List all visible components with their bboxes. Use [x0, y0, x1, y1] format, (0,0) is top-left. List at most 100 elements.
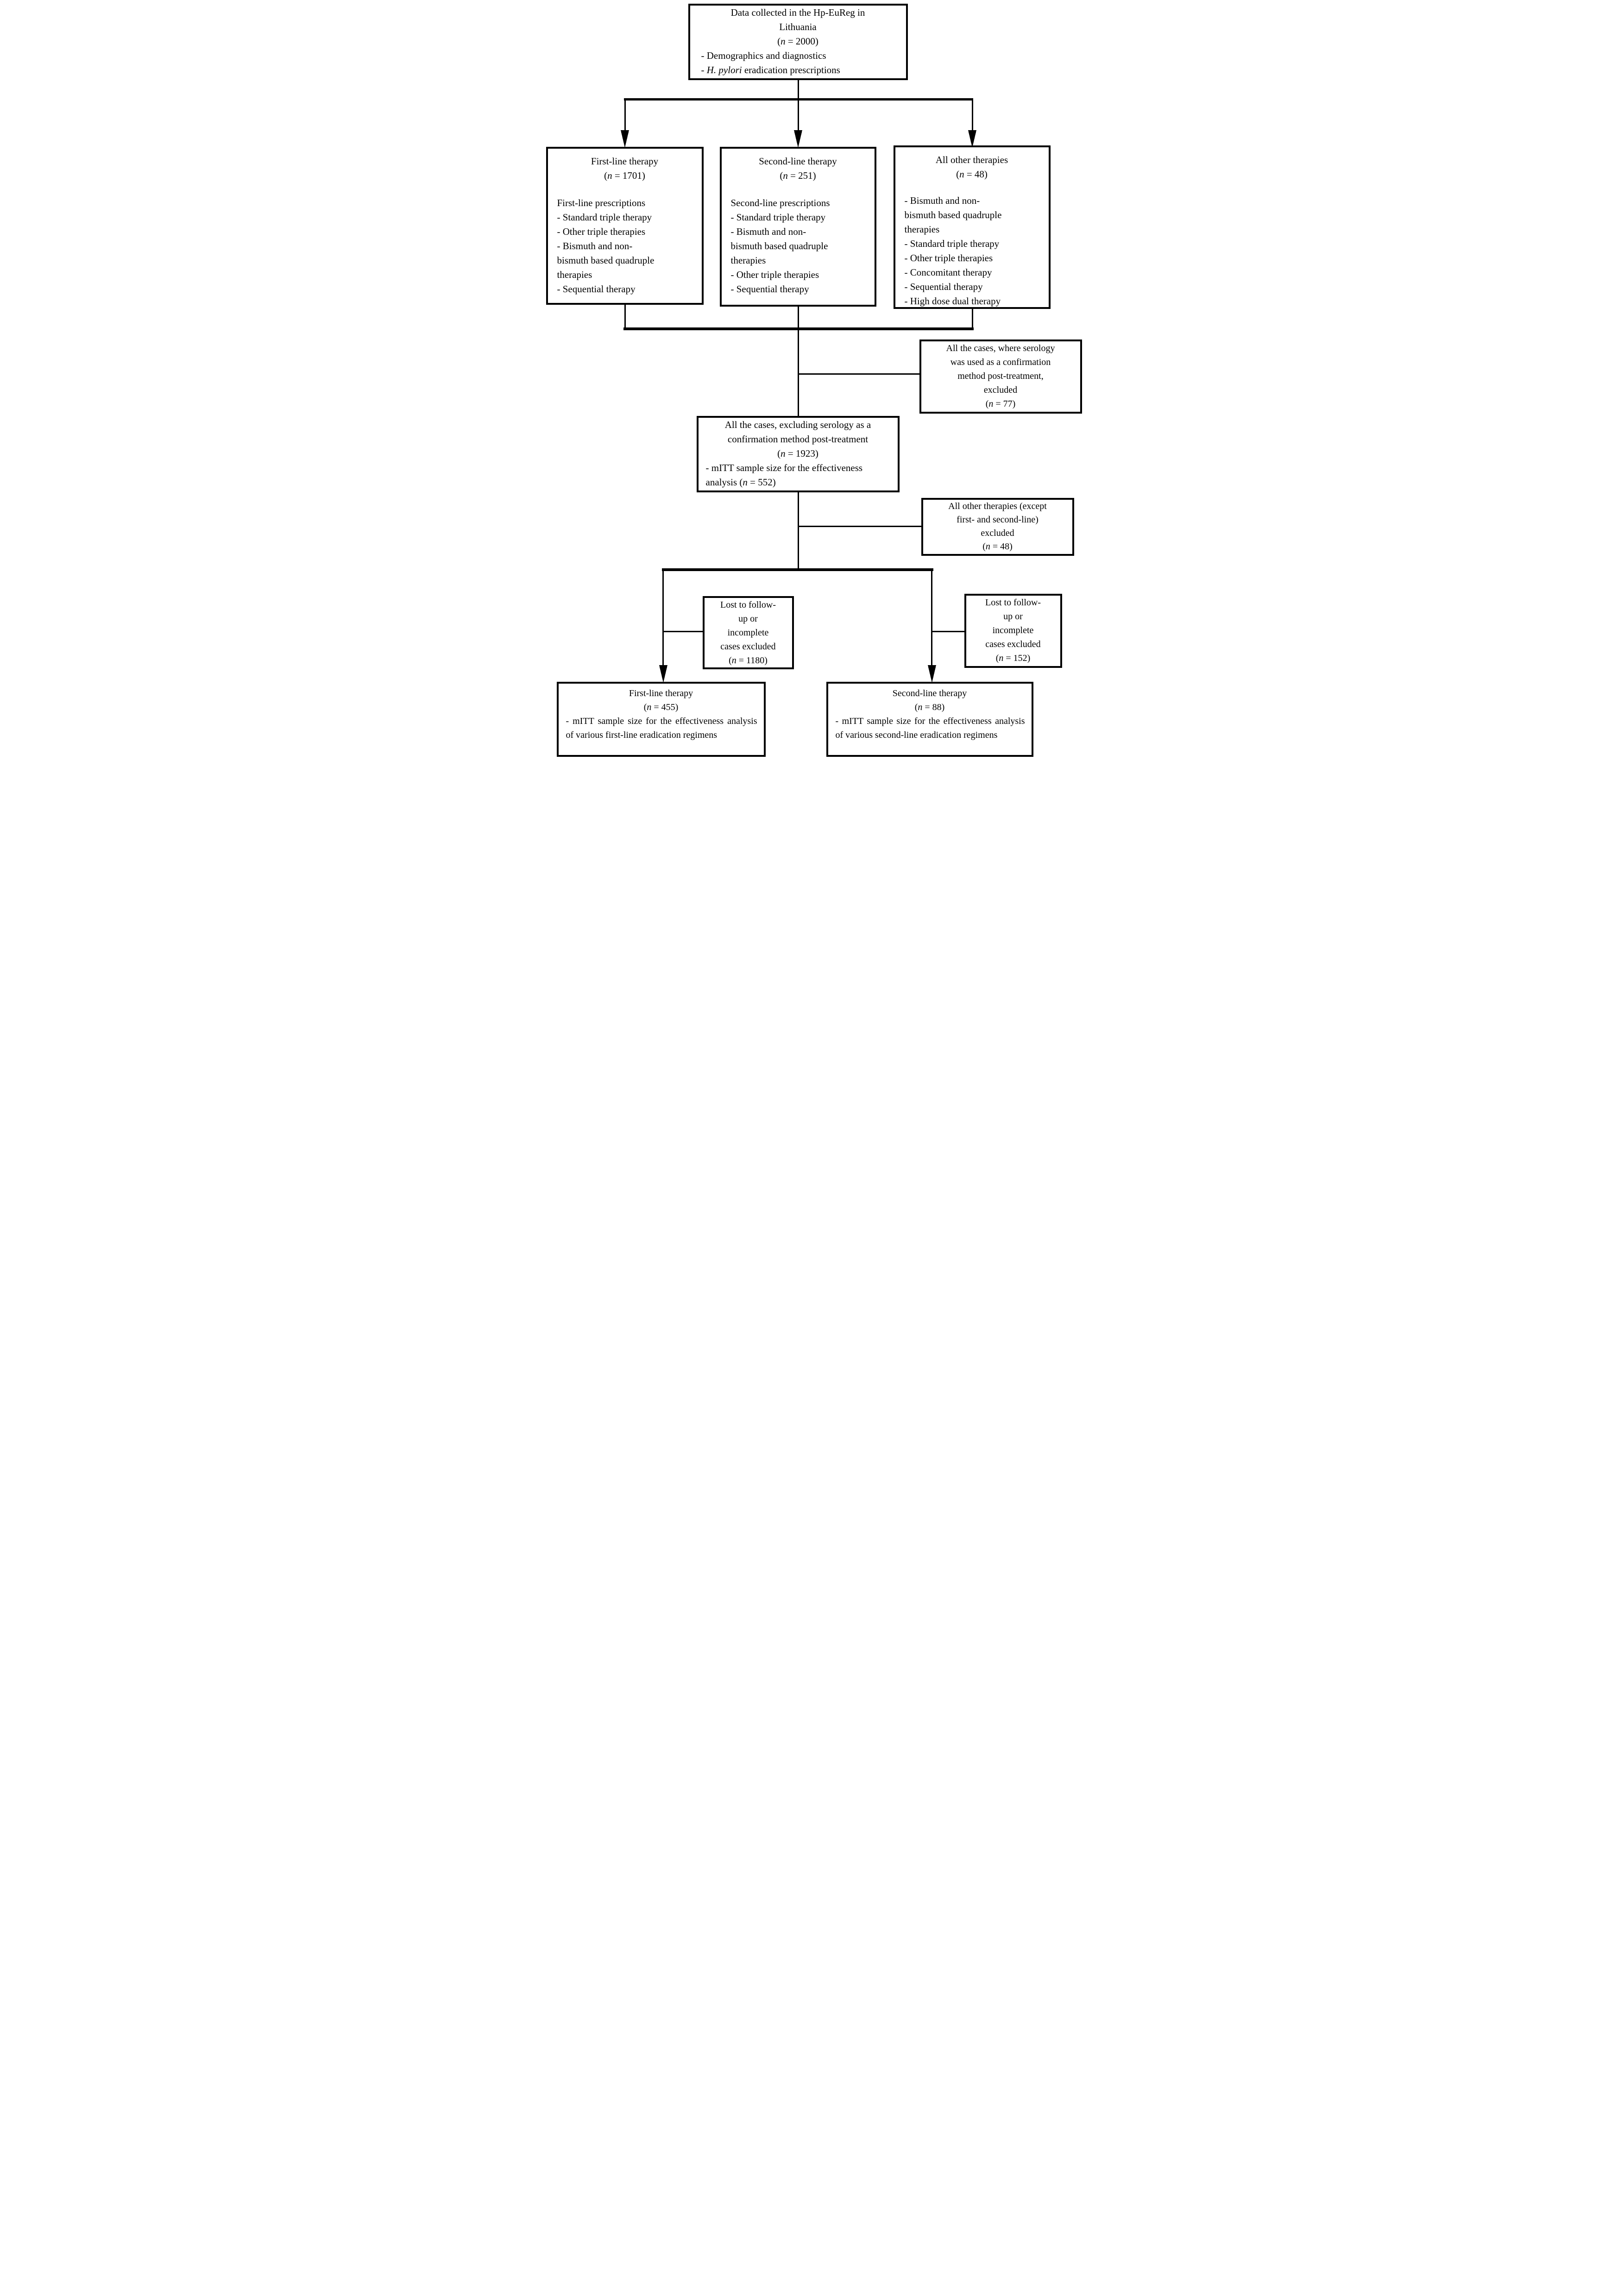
paren-open: (	[914, 702, 918, 712]
second-line-title: Second-line therapy	[759, 156, 837, 167]
final-first-count: (n = 455)	[559, 700, 764, 714]
final-second-bullet: - mITT sample size for the effectiveness…	[835, 716, 1025, 740]
connector-trunk-upper	[797, 327, 799, 418]
connector-serology-elbow	[797, 373, 921, 375]
arrowhead-other	[968, 130, 976, 148]
box-source: Data collected in the Hp-EuReg in Lithua…	[688, 4, 908, 80]
connector-merge-right	[971, 306, 973, 330]
post-treatment-bullet: - mITT sample size for the effectiveness…	[699, 461, 898, 490]
paren-open: (	[956, 169, 960, 180]
bullet-suffix: eradication prescriptions	[742, 64, 840, 75]
source-heading: Data collected in the Hp-EuReg in Lithua…	[730, 7, 865, 32]
box-lost-first-line: Lost to follow- up or incomplete cases e…	[702, 596, 794, 669]
box-final-second-line: Second-line therapy (n = 88) - mITT samp…	[826, 682, 1033, 757]
first-line-title: First-line therapy	[591, 156, 659, 167]
box-other-excluded: All other therapies (except first- and s…	[921, 498, 1074, 556]
n-value: = 455)	[651, 702, 679, 712]
paren-open: (	[780, 170, 783, 181]
arrowhead-first	[620, 130, 629, 148]
box-serology-excluded: All the cases, where serology was used a…	[919, 340, 1082, 414]
connector-lost-right	[931, 631, 966, 632]
connector-arrow-first	[624, 98, 626, 131]
second-line-count: (n = 251)	[722, 169, 875, 183]
other-excluded-text: All other therapies (except first- and s…	[948, 501, 1047, 538]
n-value: = 1923)	[785, 448, 818, 459]
connector-merge-left	[624, 302, 626, 330]
n-value: = 77)	[993, 399, 1016, 409]
lost-first-count: (n = 1180)	[705, 654, 792, 667]
paren-open: (	[777, 36, 781, 47]
paren-open: (	[995, 653, 999, 663]
connector-trunk-lower	[797, 491, 799, 571]
source-bullets: - Demographics and diagnostics - H. pylo…	[690, 49, 906, 77]
second-line-body: Second-line prescriptions - Standard tri…	[730, 197, 830, 295]
paren-open: (	[982, 541, 986, 552]
paren-open: (	[729, 655, 732, 666]
final-first-title: First-line therapy	[629, 688, 693, 698]
first-line-count: (n = 1701)	[548, 169, 702, 183]
final-second-title: Second-line therapy	[892, 688, 967, 698]
box-lost-second-line: Lost to follow- up or incomplete cases e…	[964, 594, 1062, 668]
n-var: n	[918, 702, 923, 712]
n-value: = 1180)	[736, 655, 768, 666]
source-bullet-demographics: - Demographics and diagnostics	[701, 50, 826, 61]
arrowhead-second	[793, 130, 802, 148]
n-value: = 152)	[1003, 653, 1031, 663]
flowchart-canvas: Data collected in the Hp-EuReg in Lithua…	[541, 0, 1083, 759]
n-value: = 88)	[922, 702, 945, 712]
n-value: = 1701)	[612, 170, 645, 181]
connector-lost-left	[662, 631, 705, 632]
n-var: n	[647, 702, 652, 712]
connector-split-line	[661, 568, 933, 571]
n-value: = 552)	[747, 477, 776, 488]
bullet-prefix: -	[701, 64, 707, 75]
n-var: n	[959, 169, 964, 180]
connector-branch-right	[931, 568, 932, 666]
n-var: n	[731, 655, 736, 666]
n-var: n	[607, 170, 612, 181]
post-treatment-count: (n = 1923)	[699, 446, 898, 461]
n-value: = 251)	[787, 170, 816, 181]
first-line-body: First-line prescriptions - Standard trip…	[557, 197, 655, 295]
connector-source-down	[797, 79, 799, 101]
n-var: n	[743, 477, 748, 488]
box-final-first-line: First-line therapy (n = 455) - mITT samp…	[556, 682, 766, 757]
paren-open: (	[643, 702, 647, 712]
source-count: (n = 2000)	[690, 34, 906, 49]
connector-layer	[620, 79, 976, 683]
box-post-treatment: All the cases, excluding serology as a c…	[696, 416, 900, 492]
box-all-other-therapies: All other therapies (n = 48) - Bismuth a…	[893, 145, 1051, 309]
other-excluded-count: (n = 48)	[923, 540, 1072, 553]
connector-excluded-elbow	[797, 526, 923, 527]
n-value: = 2000)	[785, 36, 818, 47]
connector-arrow-other	[971, 98, 973, 131]
connector-branch-left	[662, 568, 664, 666]
lost-second-count: (n = 152)	[966, 651, 1060, 665]
paren-open: (	[777, 448, 781, 459]
n-var: n	[985, 541, 990, 552]
lost-second-text: Lost to follow- up or incomplete cases e…	[985, 597, 1041, 649]
connector-merge-mid	[797, 304, 799, 330]
source-bullet-hpylori: - H. pylori eradication prescriptions	[701, 63, 902, 77]
n-var: n	[781, 448, 786, 459]
n-var: n	[783, 170, 788, 181]
other-therapies-body: - Bismuth and non- bismuth based quadrup…	[904, 195, 1002, 307]
n-var: n	[781, 36, 786, 47]
serology-excluded-text: All the cases, where serology was used a…	[946, 343, 1055, 395]
hpylori-italic: H. pylori	[706, 64, 742, 75]
arrowhead-final-second	[927, 665, 936, 683]
other-therapies-title: All other therapies	[935, 154, 1008, 165]
paren-open: (	[604, 170, 608, 181]
final-first-bullet: - mITT sample size for the effectiveness…	[566, 716, 757, 740]
final-second-count: (n = 88)	[828, 700, 1032, 714]
post-treatment-heading: All the cases, excluding serology as a c…	[724, 419, 871, 445]
n-var: n	[999, 653, 1004, 663]
other-therapies-count: (n = 48)	[895, 167, 1049, 182]
n-value: = 48)	[964, 169, 988, 180]
n-var: n	[988, 399, 994, 409]
bullet-text: - mITT sample size for the effectiveness…	[705, 462, 863, 488]
box-first-line-therapy: First-line therapy (n = 1701) First-line…	[546, 147, 704, 305]
arrowhead-final-first	[659, 665, 667, 683]
connector-arrow-second	[797, 98, 799, 131]
paren-open: (	[985, 399, 989, 409]
